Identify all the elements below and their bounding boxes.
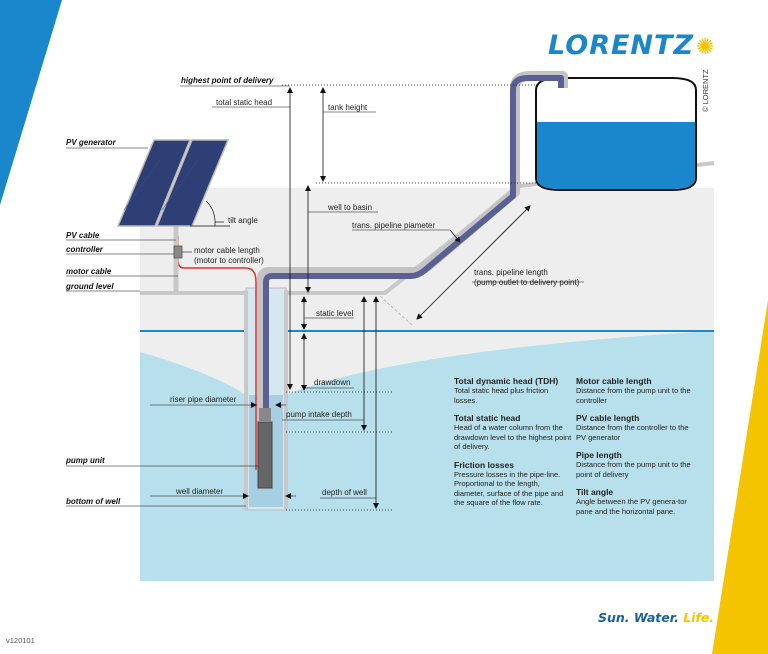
label-pv-generator: PV generator <box>66 138 116 147</box>
pv-panel-1 <box>116 139 192 227</box>
pump-unit <box>257 421 273 489</box>
legend-desc: Head of a water column from the drawdown… <box>454 423 572 451</box>
label-static-level: static level <box>316 309 354 318</box>
label-motor-cable-length-sub: (motor to controller) <box>194 256 264 265</box>
label-pump-unit: pump unit <box>66 456 105 465</box>
legend-column-1: Total dynamic head (TDH)Total static hea… <box>454 376 572 516</box>
legend-title: Pipe length <box>576 450 622 460</box>
label-bottom-of-well: bottom of well <box>66 497 121 506</box>
label-trans-pipeline-length: trans. pipeline length <box>474 268 548 277</box>
controller-box <box>173 245 183 259</box>
legend-desc: Distance from the pump unit to the point… <box>576 460 691 479</box>
version-label: v120101 <box>6 636 35 645</box>
label-motor-cable-length: motor cable length <box>194 246 260 255</box>
corner-accent-blue <box>0 0 62 205</box>
label-highest-point: highest point of delivery <box>181 76 274 85</box>
label-tank-height: tank height <box>328 103 368 112</box>
logo-text: LORENTZ <box>548 30 695 61</box>
label-trans-pipeline-diameter: trans. pipeline piameter <box>352 221 436 230</box>
pump-intake <box>259 408 271 422</box>
dim-pipeline-diameter <box>449 229 461 243</box>
label-total-static-head: total static head <box>216 98 273 107</box>
sun-icon: ✺ <box>696 35 716 60</box>
legend-desc: Total static head plus friction losses. <box>454 386 549 405</box>
legend-desc: Distance from the controller to the PV g… <box>576 423 689 442</box>
legend-desc: Distance from the pump unit to the contr… <box>576 386 691 405</box>
label-controller: controller <box>66 245 103 254</box>
label-tilt-angle: tilt angle <box>228 216 258 225</box>
label-well-to-basin: well to basin <box>328 203 373 212</box>
legend-item: Total dynamic head (TDH)Total static hea… <box>454 376 572 405</box>
slogan-life: Life. <box>683 610 715 625</box>
dim-pipeline-length <box>416 205 531 320</box>
legend-title: PV cable length <box>576 413 640 423</box>
label-pump-intake-depth: pump intake depth <box>286 410 352 419</box>
corner-accent-yellow <box>712 300 768 654</box>
pv-grid-2 <box>161 159 199 211</box>
tilt-arc <box>205 200 216 227</box>
label-well-diameter: well diameter <box>176 487 224 496</box>
copyright-text: © LORENTZ <box>701 69 710 112</box>
slogan: Sun. Water. Life. <box>598 610 714 625</box>
ground-slope-inner <box>379 295 413 326</box>
label-pv-cable: PV cable <box>66 231 100 240</box>
label-ground-level: ground level <box>66 282 114 291</box>
tank-water <box>537 122 695 189</box>
label-drawdown: drawdown <box>314 378 351 387</box>
pv-grid-1 <box>123 159 161 211</box>
label-riser-pipe-diameter: riser pipe diameter <box>170 395 237 404</box>
label-depth-of-well: depth of well <box>322 488 367 497</box>
legend-title: Tilt angle <box>576 487 614 497</box>
slogan-text: Sun. Water. <box>598 610 684 625</box>
label-trans-pipeline-length-sub: (pump outlet to delivery point) <box>474 278 580 287</box>
legend-title: Total dynamic head (TDH) <box>454 376 559 386</box>
lorentz-logo: LORENTZ✺ <box>548 30 715 61</box>
legend-desc: Angle between the PV genera-tor pane and… <box>576 497 687 516</box>
legend-title: Total static head <box>454 413 521 423</box>
legend-desc: Pressure losses in the pipe-line. Propor… <box>454 469 564 508</box>
legend-title: Motor cable length <box>576 376 652 386</box>
label-motor-cable: motor cable <box>66 267 112 276</box>
legend-title: Friction losses <box>454 459 514 470</box>
